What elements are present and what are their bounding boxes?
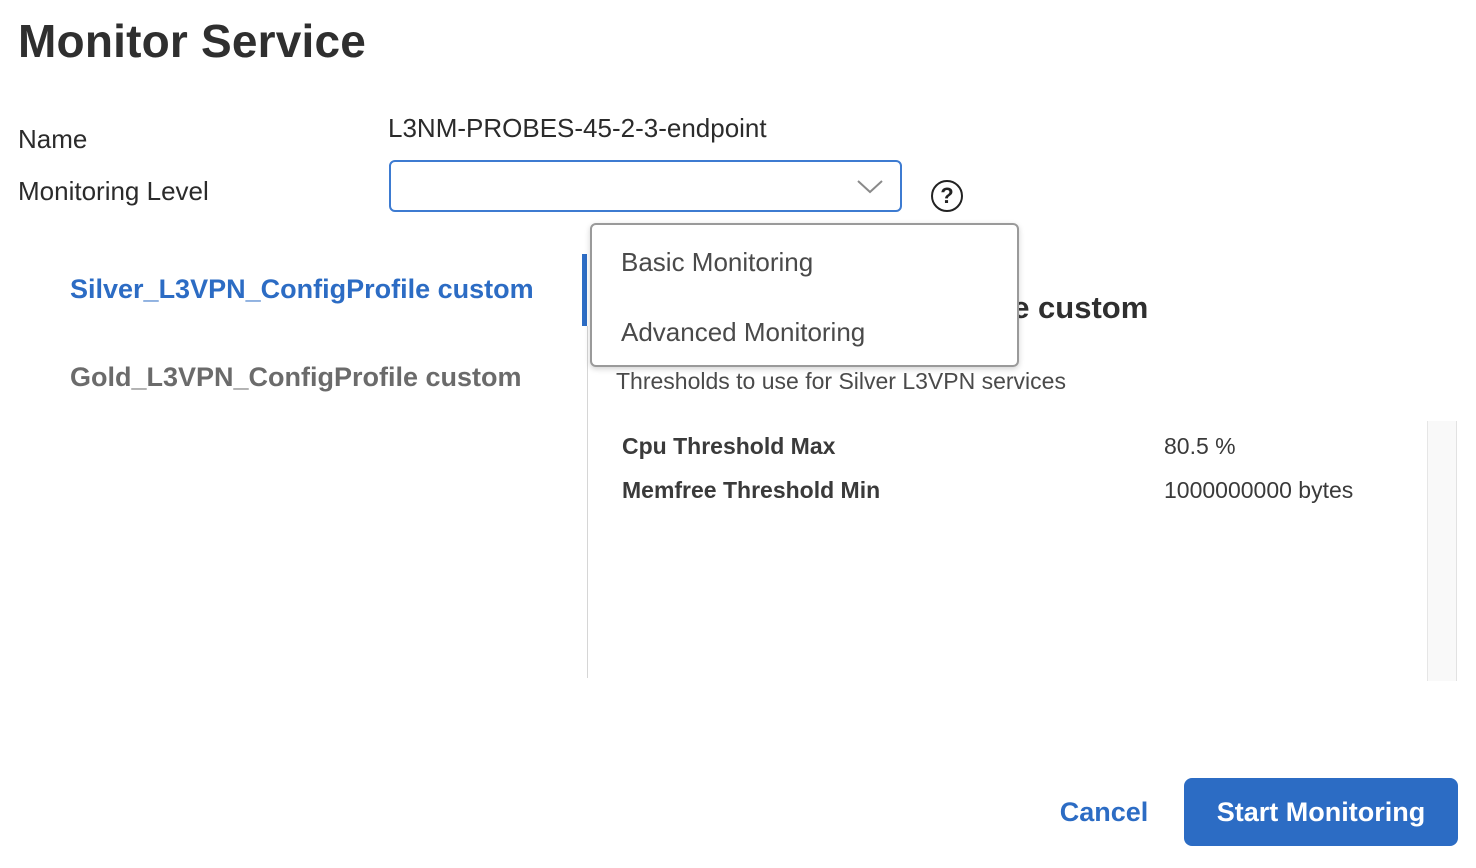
detail-description: Thresholds to use for Silver L3VPN servi… xyxy=(616,368,1066,394)
option-advanced-monitoring[interactable]: Advanced Monitoring xyxy=(621,317,866,347)
threshold-name: Cpu Threshold Max xyxy=(622,433,836,459)
threshold-name: Memfree Threshold Min xyxy=(622,477,881,503)
name-value: L3NM-PROBES-45-2-3-endpoint xyxy=(388,113,767,143)
threshold-row: Cpu Threshold Max 80.5 % xyxy=(622,433,1236,460)
active-profile-indicator xyxy=(582,254,587,326)
scrollbar[interactable] xyxy=(1427,421,1456,681)
monitoring-level-dropdown: Basic Monitoring Advanced Monitoring xyxy=(590,223,1019,367)
threshold-value: 80.5 % xyxy=(1164,433,1236,459)
question-circle-icon[interactable]: ? xyxy=(931,180,963,212)
cancel-button[interactable]: Cancel xyxy=(1059,796,1149,827)
page-title: Monitor Service xyxy=(18,15,367,67)
threshold-value: 1000000000 bytes xyxy=(1164,477,1354,503)
monitoring-level-label: Monitoring Level xyxy=(18,176,209,206)
threshold-row: Memfree Threshold Min 1000000000 bytes xyxy=(622,477,1353,504)
option-basic-monitoring[interactable]: Basic Monitoring xyxy=(621,247,814,277)
chevron-down-icon xyxy=(857,180,883,194)
threshold-panel: Cpu Threshold Max 80.5 % Memfree Thresho… xyxy=(589,421,1457,681)
monitoring-level-select[interactable] xyxy=(389,160,902,212)
profile-item-gold[interactable]: Gold_L3VPN_ConfigProfile custom xyxy=(70,362,522,392)
panel-divider xyxy=(587,326,588,678)
start-monitoring-button[interactable]: Start Monitoring xyxy=(1184,778,1458,846)
name-label: Name xyxy=(18,124,88,154)
profile-item-silver[interactable]: Silver_L3VPN_ConfigProfile custom xyxy=(70,274,534,304)
help-glyph: ? xyxy=(940,183,954,208)
